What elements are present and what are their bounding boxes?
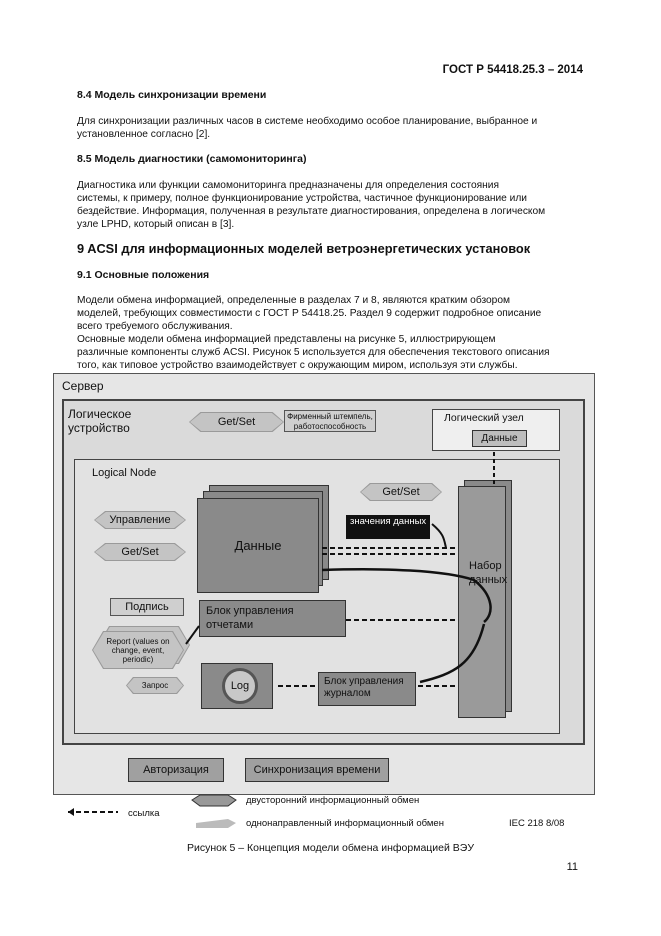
log-icon: Log <box>222 668 258 704</box>
report-hex: Report (values on change, event, periodi… <box>92 631 184 669</box>
server-label: Сервер <box>62 379 104 393</box>
line: Диагностика или функции самомониторинга … <box>77 180 499 191</box>
data-values-label: значения данных <box>346 515 430 539</box>
flow-data-dataset <box>321 568 492 623</box>
line: установленное согласно [2]. <box>77 129 211 140</box>
section-8-5-title: 8.5 Модель диагностики (самомониторинга) <box>77 153 307 165</box>
nameplate-box: Фирменный штемпель, работоспособность <box>284 410 376 432</box>
control-hex: Управление <box>94 511 186 529</box>
legend-two-way: двусторонний информационный обмен <box>246 795 420 806</box>
data-small-box: Данные <box>472 430 527 447</box>
line: всего требуемого обслуживания. <box>77 321 233 332</box>
log-control-box: Блок управления журналом <box>318 672 416 706</box>
acsi-figure: Сервер Логическое устройство Get/Set Фир… <box>53 373 595 795</box>
flow-values <box>431 523 447 549</box>
line: Основные модели обмена информацией предс… <box>77 334 496 345</box>
get-set-right: Get/Set <box>360 483 442 501</box>
authorization-box: Авторизация <box>128 758 224 782</box>
document-header: ГОСТ Р 54418.25.3 – 2014 <box>442 64 583 76</box>
section-8-5-text: Диагностика или функции самомониторинга … <box>77 179 583 231</box>
section-9-1-title: 9.1 Основные положения <box>77 269 210 281</box>
flow-dataset-log <box>419 623 486 684</box>
line: того, как типовое устройство взаимодейст… <box>77 360 518 371</box>
section-9-title: 9 ACSI для информационных моделей ветроэ… <box>77 241 531 256</box>
section-9-1-text: Модели обмена информацией, определенные … <box>77 294 583 372</box>
line: моделей, требующих совместимости с ГОСТ … <box>77 308 542 319</box>
line: Для синхронизации различных часов в сист… <box>77 116 538 127</box>
get-set-left: Get/Set <box>94 543 186 561</box>
subscribe-box: Подпись <box>110 598 184 616</box>
iec-ref: IEC 218 8/08 <box>509 818 565 829</box>
section-8-4-title: 8.4 Модель синхронизации времени <box>77 89 267 101</box>
get-set-top: Get/Set <box>189 412 284 432</box>
data-main-box: Данные <box>197 498 319 593</box>
logical-node-en-label: Logical Node <box>92 467 157 479</box>
line: системы, к примеру, полное функционирова… <box>77 193 527 204</box>
legend-one-way: однонаправленный информационный обмен <box>246 818 444 829</box>
section-8-4-text: Для синхронизации различных часов в сист… <box>77 115 583 141</box>
legend-reference: ссылка <box>128 808 160 819</box>
line: различные компоненты служб ACSI. Рисунок… <box>77 347 550 358</box>
dataset-box <box>458 486 506 718</box>
page-number: 11 <box>566 861 578 873</box>
logical-device-label: Логическое устройство <box>68 407 132 435</box>
line: узле LPHD, который описан в [3]. <box>77 219 235 230</box>
line: Модели обмена информацией, определенные … <box>77 295 510 306</box>
logical-node-ru-label: Логический узел <box>444 412 524 424</box>
figure-connectors <box>185 452 495 687</box>
line: бездействие. Информация, полученная в ре… <box>77 206 546 217</box>
report-control-box: Блок управления отчетами <box>199 600 346 637</box>
time-sync-box: Синхронизация времени <box>245 758 389 782</box>
query-hex: Запрос <box>126 677 184 694</box>
figure-caption: Рисунок 5 – Концепция модели обмена инфо… <box>186 842 475 854</box>
flow-report <box>185 625 200 645</box>
